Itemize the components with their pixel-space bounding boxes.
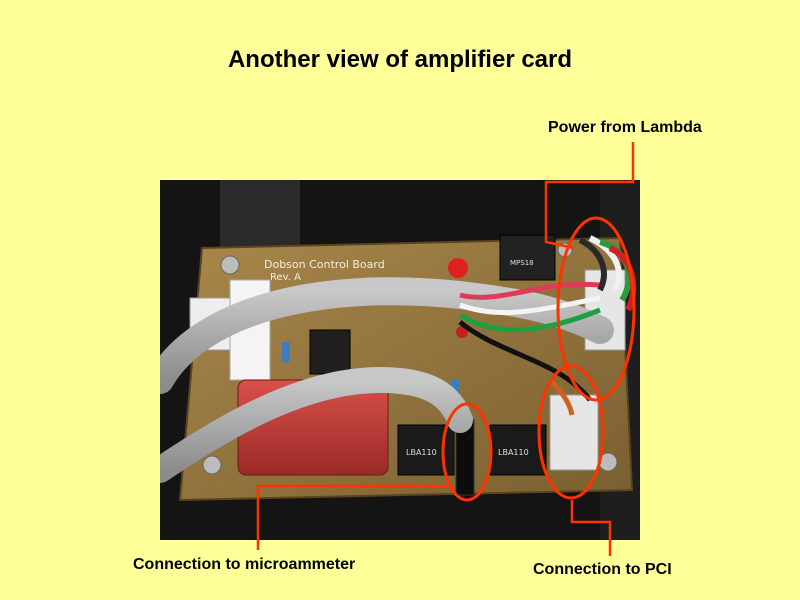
chip-text-left: LBA110 xyxy=(406,448,437,457)
svg-text:MPS18: MPS18 xyxy=(510,259,534,267)
amplifier-card-photo: Dobson Control Board Rev. A MPS18 LBA110… xyxy=(160,180,640,540)
slide-title: Another view of amplifier card xyxy=(227,46,573,73)
board-label: Dobson Control Board xyxy=(264,258,385,271)
callout-pci-label: Connection to PCI xyxy=(533,561,672,578)
callout-power-label: Power from Lambda xyxy=(548,119,702,136)
callout-microammeter-label: Connection to microammeter xyxy=(133,556,356,573)
board-rev: Rev. A xyxy=(270,272,301,283)
chip-text-right: LBA110 xyxy=(498,448,529,457)
